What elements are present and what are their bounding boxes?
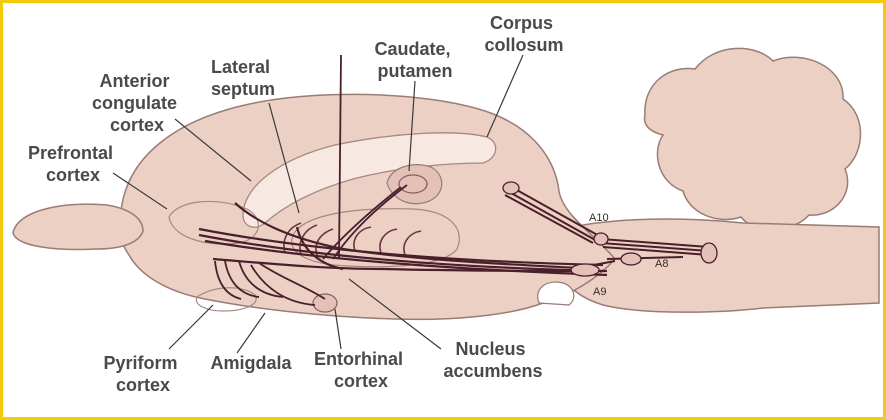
caudate-terminal xyxy=(503,182,519,194)
label-a9: A9 xyxy=(593,286,606,298)
entorhinal-blob xyxy=(313,294,337,312)
brain-diagram: Corpus collosum Caudate, putamen Lateral… xyxy=(3,3,883,417)
label-lateral-septum: Lateral septum xyxy=(211,57,275,99)
label-prefrontal-cortex: Prefrontal cortex xyxy=(28,143,118,185)
label-anterior-congulate-cortex: Anterior congulate cortex xyxy=(92,71,182,135)
cerebellum xyxy=(645,48,861,229)
label-caudate-putamen: Caudate, putamen xyxy=(374,39,455,81)
a9-nucleus xyxy=(571,264,599,276)
label-amigdala: Amigdala xyxy=(210,353,292,373)
label-pyriform-cortex: Pyriform cortex xyxy=(103,353,182,395)
olfactory-bulb xyxy=(13,204,143,249)
cerebrum xyxy=(119,94,615,319)
brainstem xyxy=(563,219,879,312)
pons-nucleus xyxy=(701,243,717,263)
label-a8: A8 xyxy=(655,258,668,270)
label-nucleus-accumbens: Nucleus accumbens xyxy=(443,339,542,381)
label-corpus-collosum: Corpus collosum xyxy=(484,13,563,55)
label-a10: A10 xyxy=(589,212,609,224)
label-entorhinal-cortex: Entorhinal cortex xyxy=(314,349,408,391)
a8-nucleus xyxy=(621,253,641,265)
a10-nucleus xyxy=(594,233,608,245)
pons-notch xyxy=(538,282,574,305)
